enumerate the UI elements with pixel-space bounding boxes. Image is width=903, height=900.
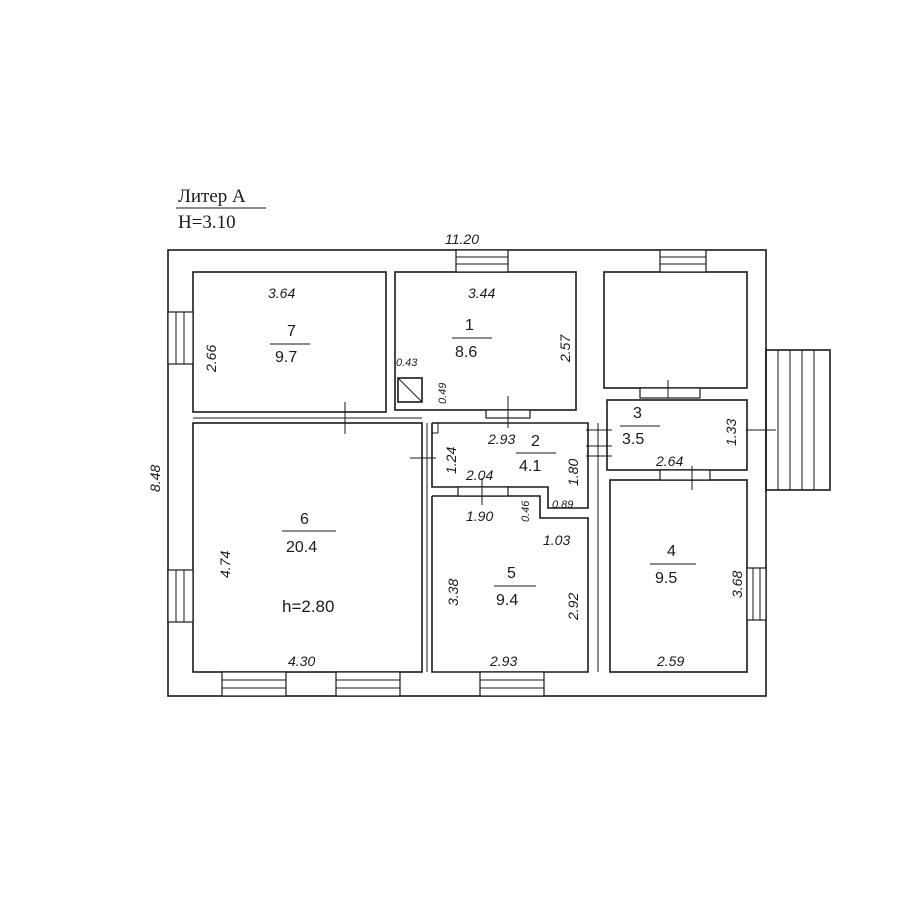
window bbox=[479, 671, 545, 697]
chimney-icon bbox=[397, 377, 423, 403]
window bbox=[167, 569, 194, 623]
chimney-depth-dim: 0.49 bbox=[437, 383, 449, 404]
room-6-width-dim: 4.30 bbox=[288, 653, 315, 669]
overall-width-label: 11.20 bbox=[445, 231, 479, 247]
room-6-area: 20.4 bbox=[286, 539, 317, 556]
window bbox=[167, 311, 194, 365]
room-2-notch-width-dim: 0.89 bbox=[552, 499, 573, 511]
room-2-side-dim: 1.24 bbox=[443, 447, 459, 474]
window bbox=[457, 486, 509, 497]
window bbox=[335, 671, 401, 697]
room-4-area: 9.5 bbox=[655, 570, 677, 587]
room-7-width-dim: 3.64 bbox=[268, 285, 295, 301]
plan-title: Литер А bbox=[178, 186, 246, 207]
room-1-width-dim: 3.44 bbox=[468, 285, 495, 301]
window bbox=[659, 469, 711, 481]
room-6-number: 6 bbox=[300, 511, 309, 528]
window bbox=[746, 567, 767, 621]
entrance-steps bbox=[765, 349, 831, 491]
window bbox=[455, 249, 509, 273]
room-2-depth-dim: 1.80 bbox=[565, 459, 581, 486]
chimney-width-dim: 0.43 bbox=[396, 357, 418, 369]
room-6-height: h=2.80 bbox=[282, 597, 334, 616]
room-3-number: 3 bbox=[633, 405, 642, 422]
room-5-area: 9.4 bbox=[496, 592, 518, 609]
room-5-depth-dim: 3.38 bbox=[445, 579, 461, 606]
room-1-area: 8.6 bbox=[455, 344, 477, 361]
room-4-depth-dim: 3.68 bbox=[729, 571, 745, 598]
room-5-top-dim: 1.90 bbox=[466, 508, 493, 524]
door-marker bbox=[746, 416, 776, 448]
room-7-number: 7 bbox=[287, 323, 296, 340]
room-3-area: 3.5 bbox=[622, 431, 644, 448]
room-1-number: 1 bbox=[465, 317, 474, 334]
window bbox=[221, 671, 287, 697]
window bbox=[639, 387, 701, 399]
room-5-outline bbox=[431, 495, 589, 673]
room-5-right-dim: 2.92 bbox=[565, 593, 581, 621]
storage-room-outline bbox=[603, 271, 748, 389]
door-marker bbox=[586, 429, 612, 457]
room-2-bottom-dim: 2.04 bbox=[465, 467, 493, 483]
room-4-number: 4 bbox=[667, 543, 676, 560]
room-2-area: 4.1 bbox=[519, 458, 541, 475]
door-marker bbox=[334, 402, 360, 434]
room-5-number: 5 bbox=[507, 565, 516, 582]
room-4-width-dim: 2.59 bbox=[656, 653, 684, 669]
room-3-depth-dim: 1.33 bbox=[723, 419, 739, 446]
overall-depth-label: 8.48 bbox=[147, 465, 163, 492]
room-6-depth-dim: 4.74 bbox=[217, 551, 233, 578]
room-5-notch-dim: 1.03 bbox=[543, 532, 570, 548]
room-4-outline bbox=[609, 479, 748, 673]
door-marker bbox=[410, 445, 436, 471]
building-height: H=3.10 bbox=[178, 212, 236, 233]
room-7-area: 9.7 bbox=[275, 349, 297, 366]
room-2-number: 2 bbox=[531, 433, 540, 450]
room-3-width-dim: 2.64 bbox=[655, 453, 683, 469]
window bbox=[659, 249, 707, 273]
room-5-width-dim: 2.93 bbox=[489, 653, 517, 669]
room-6-outline bbox=[192, 422, 423, 673]
room-2-outline bbox=[431, 422, 589, 509]
room-7-depth-dim: 2.66 bbox=[203, 345, 219, 373]
room-2-width-dim: 2.93 bbox=[487, 431, 515, 447]
room-2-notch-depth-dim: 0.46 bbox=[520, 500, 532, 522]
room-1-depth-dim: 2.57 bbox=[557, 334, 573, 363]
